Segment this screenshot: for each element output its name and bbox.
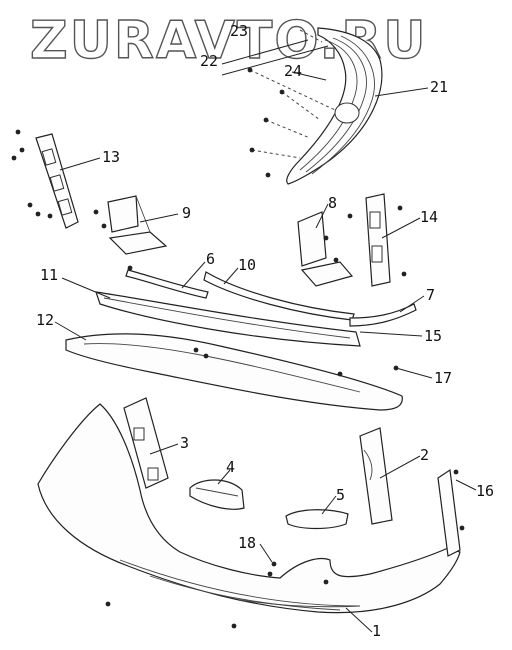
support-part-16 [437, 468, 461, 557]
callout-1: 1 [372, 622, 381, 640]
callout-7: 7 [426, 286, 435, 304]
callout-18: 18 [238, 534, 256, 552]
bracket-part-3 [123, 397, 169, 489]
callout-3: 3 [180, 434, 189, 452]
bracket-part-2 [359, 427, 393, 525]
strip-part-7 [349, 303, 417, 327]
callout-8: 8 [328, 194, 337, 212]
callout-21: 21 [430, 78, 448, 96]
grille-part-21 [286, 27, 383, 185]
bracket-part-14 [365, 193, 391, 287]
callout-15: 15 [424, 327, 442, 345]
bracket-part-13 [35, 133, 79, 229]
beam-part-11 [95, 291, 361, 347]
callout-22: 22 [200, 52, 218, 70]
bracket-part-8 [297, 211, 354, 287]
strip-part-6 [125, 269, 209, 299]
bracket-part-9 [107, 195, 168, 255]
callout-12: 12 [36, 311, 54, 329]
callout-14: 14 [420, 208, 438, 226]
callout-5: 5 [336, 486, 345, 504]
bumper-part-1 [37, 403, 461, 614]
callout-10: 10 [238, 256, 256, 274]
callout-17: 17 [434, 369, 452, 387]
callout-9: 9 [182, 204, 191, 222]
callout-24: 24 [284, 62, 302, 80]
callout-16: 16 [476, 482, 494, 500]
callout-13: 13 [102, 148, 120, 166]
cover-part-12 [65, 333, 403, 411]
callout-2: 2 [420, 446, 429, 464]
callout-11: 11 [40, 266, 58, 284]
mount-part-5 [285, 509, 349, 530]
callout-23: 23 [230, 22, 248, 40]
callout-6: 6 [206, 250, 215, 268]
callout-4: 4 [226, 458, 235, 476]
mount-part-4 [189, 479, 245, 510]
